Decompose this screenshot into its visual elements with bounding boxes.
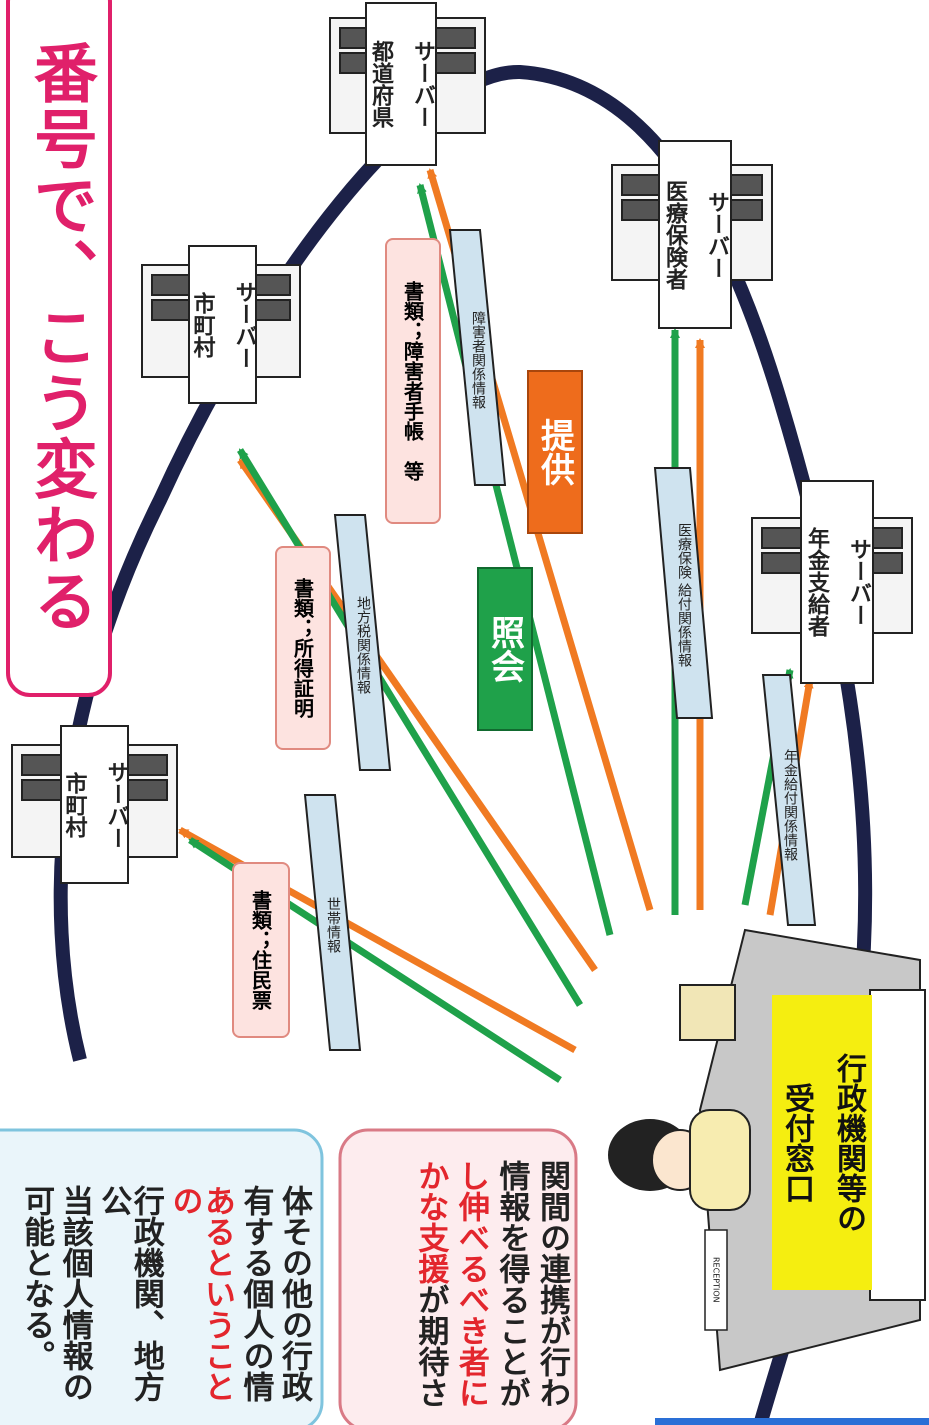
- info-shape-5: [761, 674, 817, 926]
- left-box-1-text-run: 行政機関、地方公: [95, 1185, 164, 1402]
- left-box-2-text: 関間の連携が行わ情報を得ることがし伸べるべき者にかな支援が期待さ: [348, 1160, 570, 1425]
- info-shape-2: [333, 514, 392, 771]
- left-box-1-line: 当該個人情報の: [56, 1185, 93, 1425]
- info-shape-3: [448, 229, 507, 486]
- server-label-medical: 医療保険者サーバー: [658, 140, 732, 329]
- receptionist-figure: [608, 984, 751, 1211]
- info-text-pension: 年金給付関係情報: [782, 749, 798, 861]
- info-text-household: 世帯情報: [325, 897, 341, 953]
- left-box-1-text-run: 体その他の行政: [276, 1185, 312, 1402]
- left-box-2-line: かな支援が期待さ: [412, 1160, 449, 1425]
- left-box-2-text-run: かな支援: [412, 1160, 449, 1284]
- inquiry-arrows: [188, 183, 794, 1083]
- left-box-1-line: あるということの: [166, 1185, 235, 1425]
- server-label-pref: 都道府県サーバー: [365, 2, 437, 166]
- server-label-pension: 年金支給者サーバー: [800, 480, 874, 684]
- left-box-2-line: 関間の連携が行わ: [534, 1160, 570, 1425]
- left-box-1-text: 体その他の行政有する個人の情あるということの行政機関、地方公当該個人情報の可能と…: [10, 1185, 312, 1425]
- document-label-residence: 書類；住民票: [232, 862, 290, 1038]
- info-shapes: [303, 229, 817, 1051]
- left-box-2-bg: [338, 1128, 578, 1425]
- page-title: 番号で、こう変わる: [23, 40, 97, 634]
- left-box-1-line: 有する個人の情: [237, 1185, 274, 1425]
- info-text-local-tax: 地方税関係情報: [355, 596, 371, 694]
- left-box-1-text-run: 可能となる。: [18, 1185, 55, 1371]
- left-box-1-line: 可能となる。: [18, 1185, 55, 1425]
- left-box-1-text-run: 有する個人の情: [237, 1185, 274, 1402]
- server-label-city1: 市町村サーバー: [60, 725, 129, 884]
- info-text-disability: 障害者関係情報: [470, 311, 486, 409]
- left-box-2-text-run: が期待さ: [412, 1284, 449, 1408]
- title-box-bg: [6, 0, 112, 697]
- provide-label: 提供: [527, 370, 583, 534]
- bottom-strip: [655, 1418, 929, 1425]
- left-box-1-text-run: 当該個人情報の: [56, 1185, 93, 1402]
- info-text-medical: 医療保険給付関係情報: [676, 523, 692, 667]
- info-shape-4: [653, 467, 714, 719]
- reception-sign-board: [704, 1229, 728, 1331]
- inquiry-arrow-pref: [416, 183, 614, 936]
- left-box-2-line: し伸べるべき者に: [452, 1160, 489, 1425]
- info-shape-1: [303, 794, 362, 1051]
- reception-counter-sign: 行政機関等の 受付窓口: [772, 995, 872, 1290]
- inquiry-label: 照会: [477, 567, 533, 731]
- document-label-disability: 書類；障害者手帳 等: [385, 238, 441, 524]
- left-box-1-bg: [0, 1128, 324, 1425]
- left-box-1-line: 体その他の行政: [276, 1185, 312, 1425]
- desk-top: [869, 989, 926, 1301]
- reception-sign-text: RECEPTION: [711, 1257, 721, 1303]
- left-box-2-text-run: し伸べるべき者に: [452, 1160, 489, 1408]
- left-box-1-text-run: あるということの: [166, 1185, 235, 1402]
- server-label-city2: 市町村サーバー: [188, 245, 257, 404]
- document-label-income: 書類；所得証明: [275, 546, 331, 750]
- left-box-2-line: 情報を得ることが: [493, 1160, 530, 1425]
- left-box-2-text-run: 情報を得ることが: [493, 1160, 530, 1408]
- left-box-2-text-run: 関間の連携が行わ: [534, 1160, 570, 1408]
- inquiry-arrow-city2: [237, 448, 583, 1007]
- left-box-1-line: 行政機関、地方公: [95, 1185, 164, 1425]
